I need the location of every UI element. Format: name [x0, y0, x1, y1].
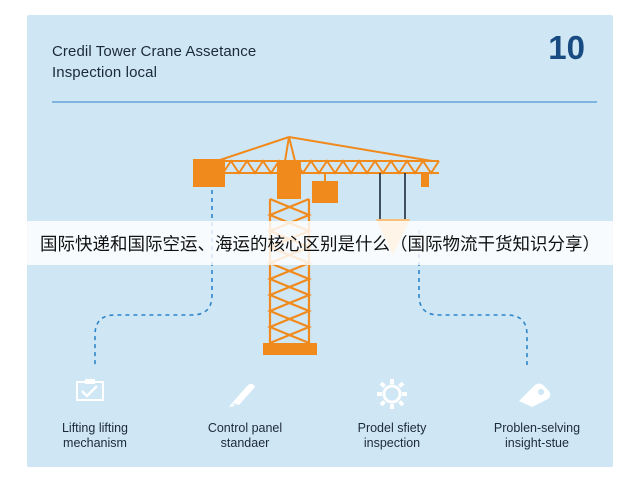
- title-line-1: Credil Tower Crane Assetance: [52, 43, 257, 60]
- item-label-problem-solving: Problen-selving insight-stue: [493, 421, 581, 450]
- checklist-icon: [76, 379, 104, 401]
- item-label-safety: Prodel sfiety inspection: [357, 421, 427, 450]
- crane-cab: [277, 161, 301, 199]
- header-divider: [52, 101, 597, 103]
- item-label-lifting: Lifting lifting mechanism: [61, 421, 128, 450]
- tag-icon: [519, 383, 551, 407]
- item-label-control-panel: Control panel standaer: [207, 421, 283, 450]
- title-line-2: Inspection local: [52, 64, 157, 81]
- page-title: Credil Tower Crane Assetance Inspection …: [52, 41, 256, 83]
- pen-icon: [229, 383, 255, 407]
- overlay-banner: 国际快递和国际空运、海运的核心区别是什么（国际物流干货知识分享）: [0, 221, 640, 265]
- number-badge: 10: [548, 29, 585, 66]
- connector-lines: [94, 190, 528, 365]
- crane-base: [263, 343, 317, 355]
- counter-weight: [193, 159, 225, 187]
- trolley-block: [312, 181, 338, 203]
- crane-jib: [206, 136, 440, 175]
- gear-icon: [377, 379, 407, 409]
- hoist-cables: [379, 173, 406, 225]
